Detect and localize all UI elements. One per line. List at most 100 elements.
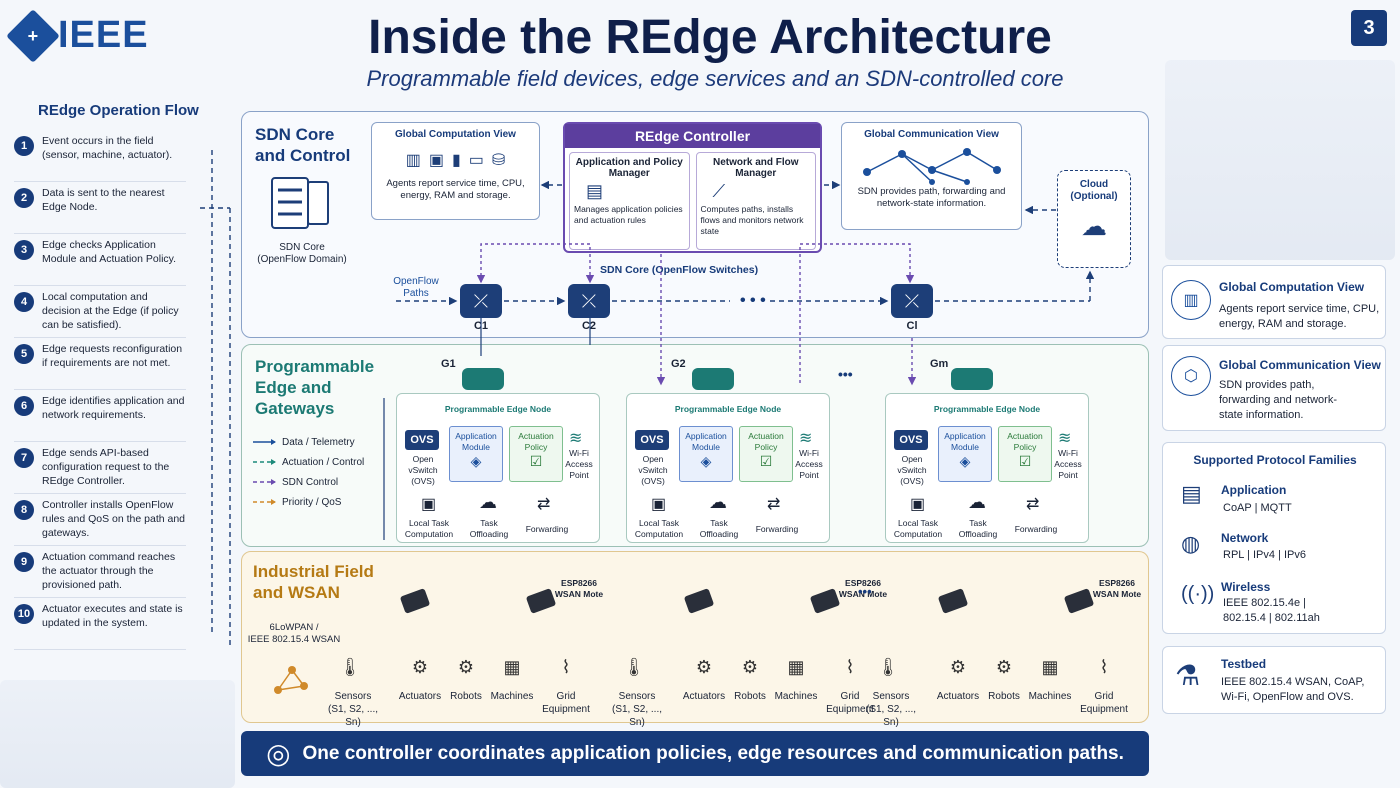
sdn-section-title: SDN Core and Control xyxy=(255,124,350,166)
edge-title-line2: Edge and xyxy=(255,378,332,397)
step-number: 10 xyxy=(14,604,34,624)
battery-icon: ▮ xyxy=(451,152,461,169)
ovs-badge: OVS xyxy=(635,430,669,450)
wifi-label: Wi-Fi Access Point xyxy=(565,448,593,480)
flow-step: 10 Actuator executes and state is update… xyxy=(14,598,186,650)
conveyor-machine-icon: ▦ xyxy=(1041,656,1059,677)
task-offloading-label: Task Offloading xyxy=(699,518,739,539)
legend-line-icon xyxy=(253,479,276,485)
mote-line2: WSAN Mote xyxy=(1092,589,1142,599)
gcv-text: Agents report service time, CPU, energy,… xyxy=(386,178,525,201)
mote-label: ESP8266 WSAN Mote xyxy=(828,578,898,600)
gateway-router-icon xyxy=(462,368,504,390)
device-sub: Equipment xyxy=(826,704,874,715)
device-name: Sensors xyxy=(334,691,372,702)
bar-chart-icon: ▥ xyxy=(405,152,421,169)
forwarding-label: Forwarding xyxy=(755,524,799,534)
sdn-title-line1: SDN Core xyxy=(255,125,335,144)
banner-text: One controller coordinates application p… xyxy=(302,742,1124,764)
device-sub: (S1, S2, ..., Sn) xyxy=(611,704,663,728)
gateway-router-icon xyxy=(692,368,734,390)
legend-line-icon xyxy=(253,439,276,445)
switch-cl: ⤫ xyxy=(891,284,933,318)
forwarding-label: Forwarding xyxy=(525,524,569,534)
flow-step: 6 Edge identifies application and networ… xyxy=(14,390,186,442)
field-title-line2: and WSAN xyxy=(253,583,340,602)
app-family-text: CoAP | MQTT xyxy=(1223,502,1292,514)
legend-label: Actuation / Control xyxy=(282,456,365,468)
legend-line-icon xyxy=(253,459,276,465)
ram-icon: ▭ xyxy=(468,152,484,169)
forwarding-label: Forwarding xyxy=(1014,524,1058,534)
device-label: Actuators xyxy=(930,690,986,703)
cube-icon: ◈ xyxy=(470,453,482,469)
flow-step: 4 Local computation and decision at the … xyxy=(14,286,186,338)
device-name: Robots xyxy=(988,691,1020,702)
right-gcomm-text: SDN provides path, forwarding and networ… xyxy=(1219,379,1338,421)
conveyor-machine-icon: ▦ xyxy=(787,656,805,677)
storage-icon: ⛁ xyxy=(491,152,506,169)
forwarding-icon: ⇄ xyxy=(1026,496,1040,513)
device-name: Machines xyxy=(1028,691,1072,702)
nfm-title: Network and Flow Manager xyxy=(712,157,799,179)
application-module: Application Module ◈ xyxy=(679,426,733,482)
device-label: Robots xyxy=(722,690,778,703)
device-label: Robots xyxy=(976,690,1032,703)
device-label: Sensors (S1, S2, ..., Sn) xyxy=(606,690,668,729)
network-nodes-icon: ⬡ xyxy=(1171,356,1211,396)
global-communication-view-box: Global Communication View SDN provides p… xyxy=(841,122,1022,230)
target-icon: ◎ xyxy=(266,738,291,769)
device-label: Robots xyxy=(438,690,494,703)
cpu-chip-icon: ▣ xyxy=(651,496,667,513)
edge-section-title: Programmable Edge and Gateways xyxy=(255,356,374,419)
legend-item: Priority / QoS xyxy=(252,492,364,512)
device-name: Grid xyxy=(840,691,860,702)
global-computation-view-box: Global Computation View ▥ ▣ ▮ ▭ ⛁ Agents… xyxy=(371,122,540,220)
testbed-text: IEEE 802.15.4 WSAN, CoAP, Wi-Fi, OpenFlo… xyxy=(1221,676,1365,703)
thermometer-icon: 🌡 xyxy=(876,656,900,677)
mote-line2: WSAN Mote xyxy=(838,589,888,599)
programmable-edge-node: Programmable Edge Node OVS Open vSwitch … xyxy=(626,393,830,543)
ovs-badge: OVS xyxy=(405,430,439,450)
step-text: Edge checks Application Module and Actua… xyxy=(42,239,177,265)
core-label-2: (OpenFlow Domain) xyxy=(257,254,347,265)
edge-title-line3: Gateways xyxy=(255,399,335,418)
wifi-label: Wi-Fi Access Point xyxy=(795,448,823,480)
cpu-chip-icon: ▣ xyxy=(421,496,437,513)
flow-step: 5 Edge requests reconfiguration if requi… xyxy=(14,338,186,390)
legend-label: Data / Telemetry xyxy=(282,436,355,448)
gateway-router-icon xyxy=(951,368,993,390)
field-title-line1: Industrial Field xyxy=(253,562,374,581)
sdn-core-label: SDN Core (OpenFlow Domain) xyxy=(250,242,354,266)
edge-node-title: Programmable Edge Node xyxy=(933,404,1041,414)
ovs-label: Open vSwitch (OVS) xyxy=(408,454,438,486)
mesh-network-icon xyxy=(274,666,308,694)
globe-icon: ◍ xyxy=(1181,531,1201,556)
cloud-label: Cloud (Optional) xyxy=(1070,179,1118,202)
step-text: Actuator executes and state is updated i… xyxy=(42,603,183,629)
cpu-chip-icon: ▣ xyxy=(910,496,926,513)
task-offloading-label: Task Offloading xyxy=(958,518,998,539)
wireless-family-text2: 802.15.4 | 802.11ah xyxy=(1223,612,1320,624)
step-text: Edge sends API-based configuration reque… xyxy=(42,447,170,487)
device-label: Machines xyxy=(484,690,540,703)
device-name: Grid xyxy=(1094,691,1114,702)
device-label: Actuators xyxy=(392,690,448,703)
device-name: Actuators xyxy=(682,691,726,702)
step-number: 6 xyxy=(14,396,34,416)
device-name: Actuators xyxy=(398,691,442,702)
openflow-paths-label: OpenFlow Paths xyxy=(393,276,439,299)
programmable-edge-node: Programmable Edge Node OVS Open vSwitch … xyxy=(396,393,600,543)
field-section-title: Industrial Field and WSAN xyxy=(253,561,374,603)
legend-line-icon xyxy=(253,499,276,505)
net-family-text: RPL | IPv4 | IPv6 xyxy=(1223,549,1306,561)
device-name: Sensors xyxy=(618,691,656,702)
step-number: 5 xyxy=(14,344,34,364)
step-text: Edge requests reconfiguration if require… xyxy=(42,343,183,369)
legend-item: Data / Telemetry xyxy=(252,432,364,452)
page-title: Inside the REdge Architecture xyxy=(368,11,1052,64)
device-sub: (S1, S2, ..., Sn) xyxy=(865,704,917,728)
checklist-icon: ☑ xyxy=(529,453,543,469)
legend: Data / Telemetry Actuation / Control SDN… xyxy=(252,432,364,512)
flow-path-icon: ⟋ xyxy=(712,181,726,201)
